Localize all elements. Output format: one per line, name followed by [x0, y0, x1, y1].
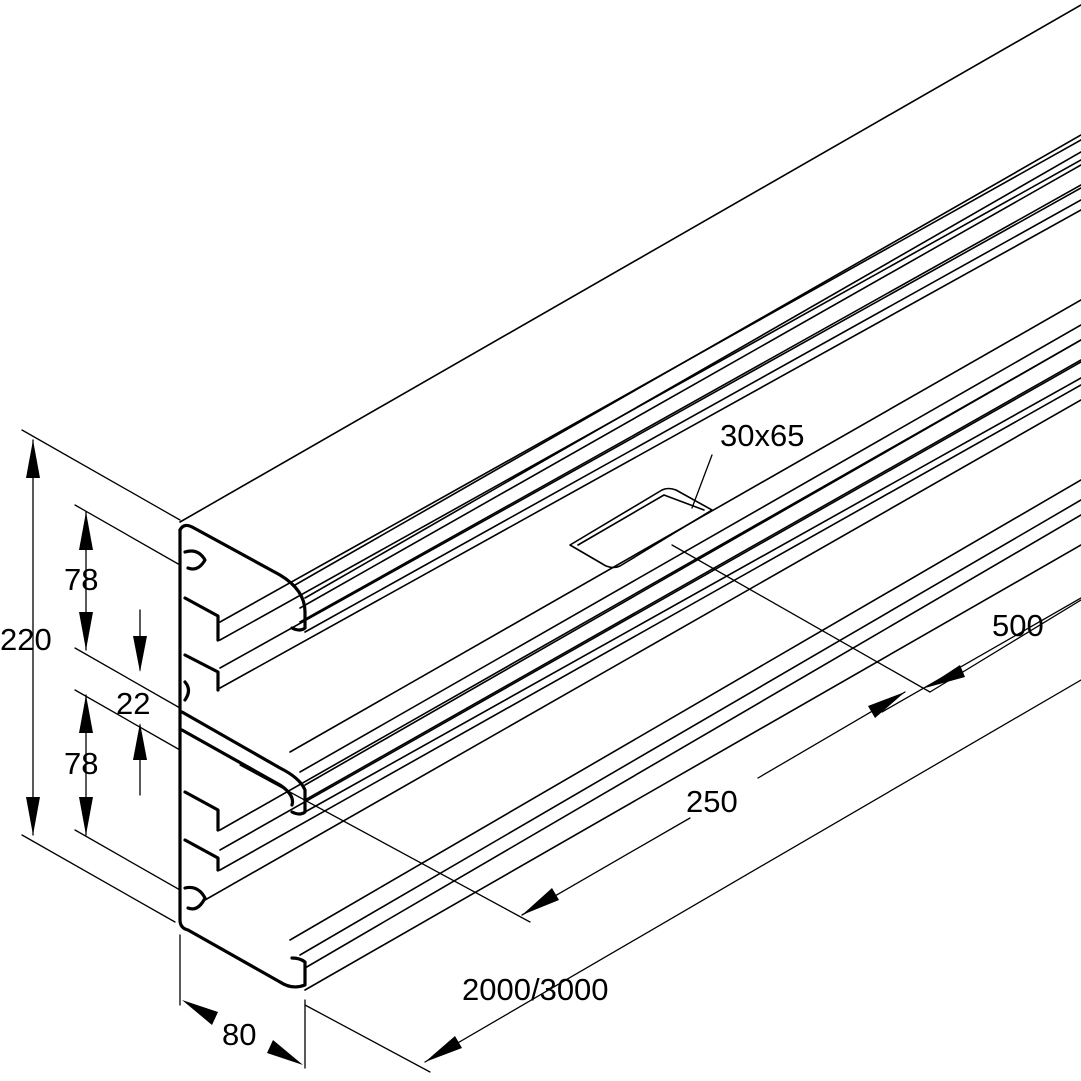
top-back-edge: [179, 4, 1081, 523]
ext-78b-bot: [74, 829, 181, 891]
label-22: 22: [116, 686, 150, 721]
ext-500-slot: [671, 544, 931, 693]
label-length: 2000/3000: [462, 972, 609, 1007]
label-220: 220: [0, 622, 52, 657]
ext-bot-220: [21, 834, 176, 923]
cutout-slot: [569, 454, 713, 569]
arrow-22-top: [133, 636, 147, 672]
arrow-22-bot: [133, 723, 147, 760]
top-wall: [178, 523, 307, 632]
middle-rail-4: [304, 377, 1081, 813]
middle-rail-1: [299, 324, 1081, 773]
bottom-rail-1: [299, 499, 1081, 956]
clip-middle: [183, 680, 191, 702]
dim-length: [424, 679, 1081, 1063]
cutout-leader: [691, 454, 713, 509]
fin-3: [183, 790, 220, 832]
ext-250: [239, 764, 531, 923]
fin-4: [183, 838, 220, 872]
upper-lip-line-2: [299, 164, 1081, 609]
bottom-front-edge: [304, 544, 1081, 991]
label-cutout: 30x65: [720, 418, 804, 453]
label-80: 80: [222, 1017, 256, 1052]
cover-line-b: [219, 159, 1081, 641]
dimension-lines: [21, 429, 1081, 1073]
dimension-labels: 30x65 220 78 22 78 500 250 2000/3000 80: [0, 418, 1044, 1052]
upper-lip-line: [304, 151, 1081, 599]
bottom-wall: [186, 928, 307, 989]
cover-line-g: [219, 384, 1081, 871]
back-wall: [178, 528, 190, 932]
trunking-body: [179, 4, 1081, 991]
profile-cross-section: [178, 523, 307, 989]
label-250: 250: [686, 784, 738, 819]
slot-inner: [577, 494, 705, 546]
arrow-78a-top: [79, 512, 93, 550]
cover-line-c: [219, 187, 1081, 669]
arrow-78b-top: [79, 695, 93, 733]
label-78-lower: 78: [64, 746, 98, 781]
cover-line-h: [204, 399, 1081, 901]
ext-78a-bot: [74, 647, 181, 709]
arrow-250-right: [868, 692, 905, 718]
upper-lip-line-4: [304, 199, 1081, 633]
ext-78b-top: [74, 689, 181, 751]
clip-upper: [183, 549, 207, 571]
fin-1: [183, 596, 220, 642]
middle-divider-lower: [180, 728, 295, 807]
slot-outline: [569, 487, 713, 569]
ext-500-line: [881, 597, 1081, 713]
ext-top-220: [21, 429, 181, 521]
cover-line-a: [219, 139, 1081, 623]
arrow-78b-bot: [79, 797, 93, 835]
middle-divider: [180, 710, 307, 816]
fin-2: [183, 653, 220, 692]
arrow-length: [425, 1036, 462, 1062]
label-78-upper: 78: [64, 562, 98, 597]
label-500: 500: [992, 608, 1044, 643]
arrow-80-right: [267, 1040, 303, 1065]
arrow-220-bot: [26, 797, 40, 835]
arrow-78a-bot: [79, 612, 93, 650]
cover-line-f: [219, 361, 1081, 851]
cover-line-e: [219, 339, 1081, 831]
cover-line-d: [219, 209, 1081, 689]
middle-rail-3: [304, 359, 1081, 801]
arrow-250-left: [522, 888, 559, 915]
ext-78a-top: [74, 504, 181, 566]
ext-length: [304, 1004, 431, 1073]
upper-lip-line-3: [299, 184, 1081, 623]
arrow-220-top: [26, 440, 40, 478]
clip-lower: [183, 885, 207, 911]
bottom-rail-2: [304, 514, 1081, 969]
arrow-80-left: [182, 1000, 218, 1025]
